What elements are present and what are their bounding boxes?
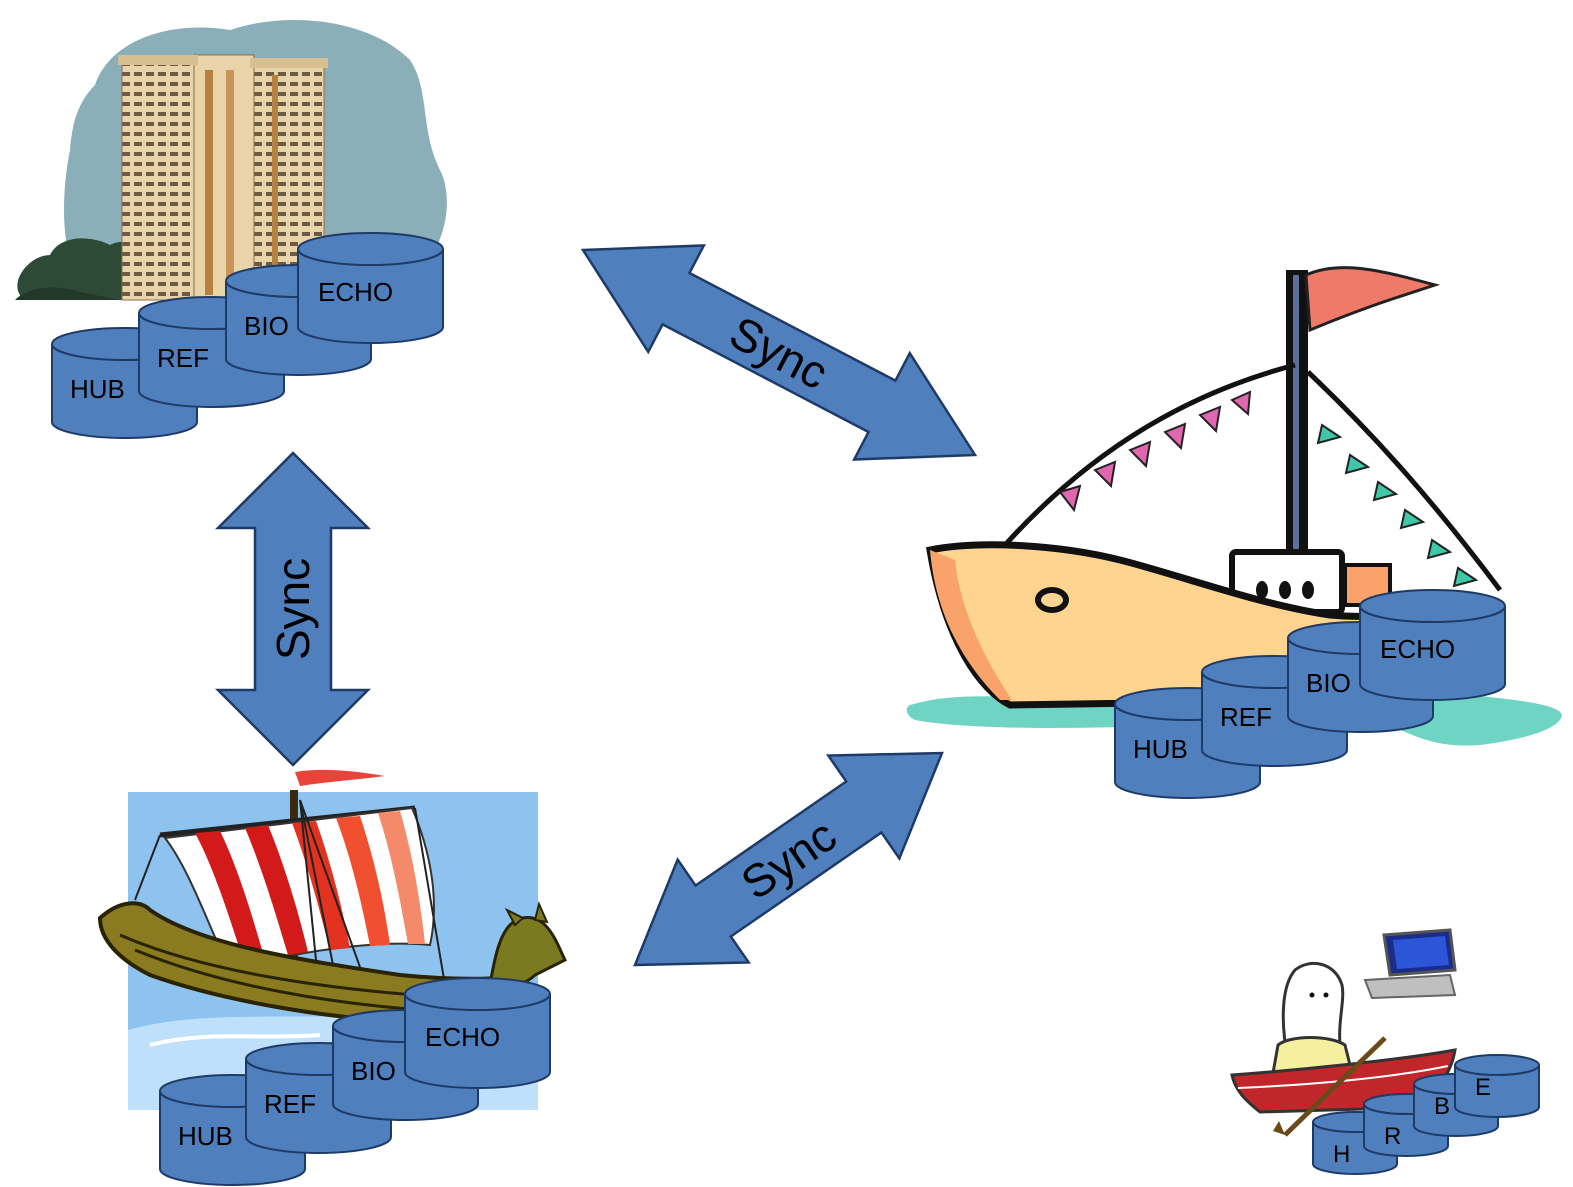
database-label: REF xyxy=(157,343,209,373)
database-label: BIO xyxy=(351,1056,396,1086)
database-label: E xyxy=(1475,1074,1491,1101)
database-cylinder: E xyxy=(1454,1054,1540,1118)
double-arrow-icon xyxy=(214,451,372,767)
database-stack-yacht: HUB REF BIO ECHO xyxy=(1114,589,1506,799)
database-label: REF xyxy=(264,1089,316,1119)
cylinder-top xyxy=(1454,1054,1540,1076)
cylinder-top xyxy=(1359,589,1506,623)
cylinder-top xyxy=(297,232,444,266)
database-label: REF xyxy=(1220,702,1272,732)
database-label: HUB xyxy=(1133,734,1188,764)
double-arrow-icon xyxy=(633,751,944,967)
database-stack-building: HUB REF BIO ECHO xyxy=(51,232,444,439)
database-stacks: HUBREFBIOECHOHUBREFBIOECHOHUBREFBIOECHOH… xyxy=(51,232,1540,1186)
sync-arrow-yacht-viking: Sync xyxy=(633,751,944,967)
database-cylinder: ECHO xyxy=(297,232,444,344)
double-arrow-icon xyxy=(580,244,978,461)
database-label: ECHO xyxy=(318,277,393,307)
database-label: ECHO xyxy=(425,1022,500,1052)
building-illustration xyxy=(15,20,447,301)
database-stack-viking: HUB REF BIO ECHO xyxy=(159,977,551,1186)
sync-arrow-building-viking: Sync xyxy=(214,451,372,767)
database-label: ECHO xyxy=(1380,634,1455,664)
sync-arrow-building-yacht: Sync xyxy=(580,244,978,461)
database-stack-rowboat: H R BE xyxy=(1312,1054,1540,1175)
sync-label: Sync xyxy=(267,558,319,660)
sail xyxy=(163,806,435,972)
database-label: R xyxy=(1384,1123,1401,1150)
database-label: HUB xyxy=(70,374,125,404)
database-label: H xyxy=(1333,1141,1350,1168)
cylinder-top xyxy=(404,977,551,1011)
database-label: BIO xyxy=(244,311,289,341)
database-label: HUB xyxy=(178,1121,233,1151)
laptop-icon xyxy=(1363,928,1457,1000)
database-cylinder: ECHO xyxy=(404,977,551,1089)
database-label: BIO xyxy=(1306,668,1351,698)
database-cylinder: ECHO xyxy=(1359,589,1506,701)
database-label: B xyxy=(1434,1093,1450,1120)
